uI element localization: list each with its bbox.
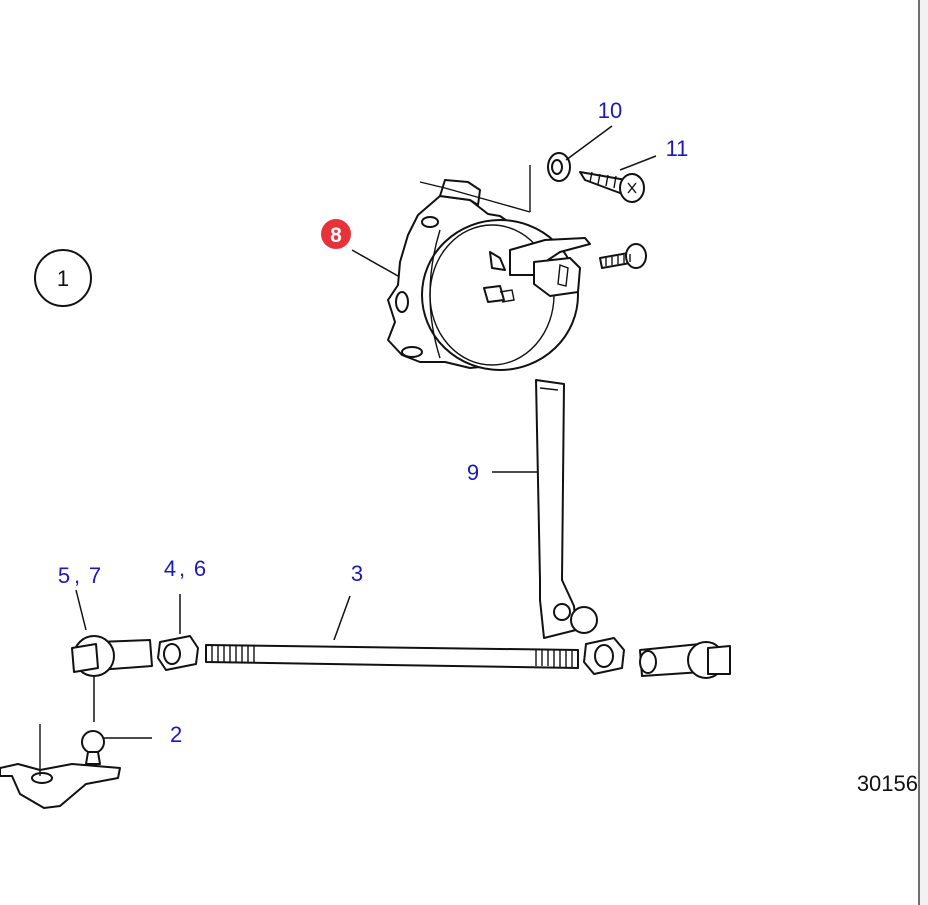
part-4-6-nut-left[interactable] bbox=[157, 635, 199, 671]
part-2-ball-stud-bracket[interactable] bbox=[0, 724, 121, 809]
group-marker-label: 1 bbox=[57, 266, 69, 291]
group-marker[interactable]: 1 bbox=[34, 249, 92, 307]
part-9-lever-strap[interactable] bbox=[535, 379, 598, 639]
part-5-7-ball-joint-left[interactable] bbox=[71, 635, 153, 677]
callout-7[interactable]: 7 bbox=[89, 563, 101, 588]
leader-lines bbox=[75, 125, 657, 739]
callout-8: 8 bbox=[330, 224, 342, 247]
part-11-screw[interactable] bbox=[579, 171, 645, 203]
callout-3[interactable]: 3 bbox=[351, 561, 363, 586]
callout-10[interactable]: 10 bbox=[598, 98, 622, 123]
callout-separator: , bbox=[74, 563, 80, 588]
callout-2[interactable]: 2 bbox=[170, 722, 182, 747]
part-10-washer[interactable] bbox=[547, 152, 571, 182]
callout-9[interactable]: 9 bbox=[467, 460, 479, 485]
callout-8-highlight-badge[interactable]: 8 bbox=[321, 219, 351, 249]
ball-joint-right[interactable] bbox=[639, 641, 731, 679]
callout-4[interactable]: 4 bbox=[164, 556, 176, 581]
callout-separator: , bbox=[179, 556, 185, 581]
callout-11[interactable]: 11 bbox=[666, 136, 689, 161]
callout-5[interactable]: 5 bbox=[58, 563, 70, 588]
vertical-scrollbar[interactable] bbox=[918, 0, 928, 905]
part-8-level-sensor[interactable] bbox=[387, 165, 647, 371]
figure-number: 30156 bbox=[857, 771, 918, 796]
callout-6[interactable]: 6 bbox=[194, 556, 206, 581]
nut-right[interactable] bbox=[583, 637, 625, 675]
part-3-threaded-rod[interactable] bbox=[205, 644, 579, 669]
